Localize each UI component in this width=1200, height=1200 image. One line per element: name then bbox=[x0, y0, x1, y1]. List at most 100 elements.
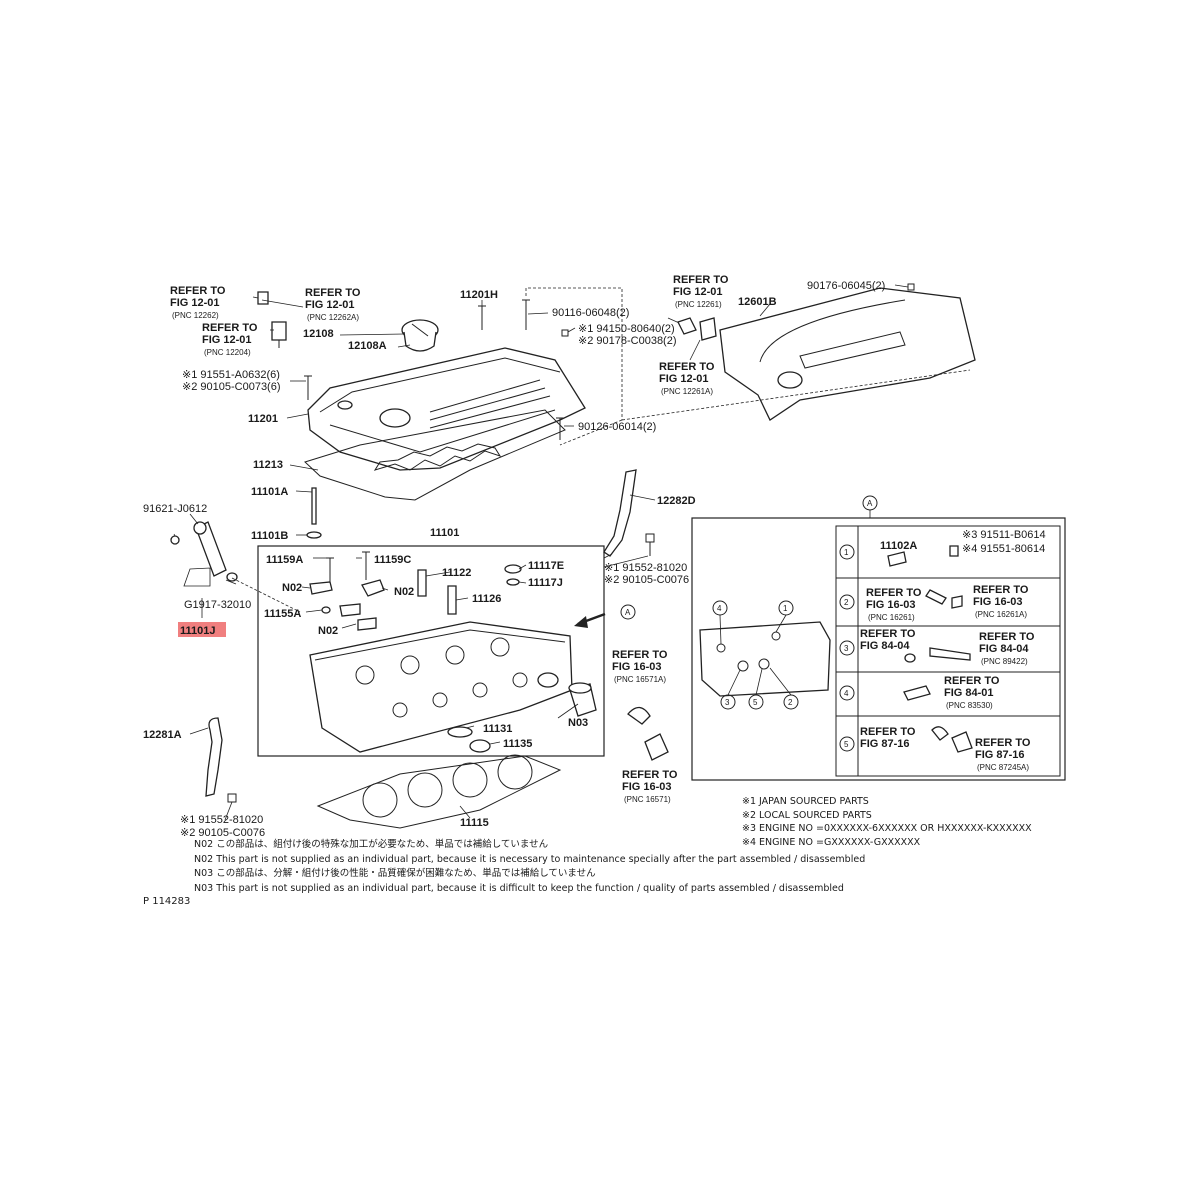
head-small-parts bbox=[309, 551, 522, 631]
part-11122: 11122 bbox=[442, 567, 471, 579]
label-refer-12261: REFER TO FIG 12-01 (PNC 12261) bbox=[673, 274, 729, 309]
part-12601b: 12601B bbox=[738, 296, 777, 308]
cylinder-head bbox=[309, 621, 573, 753]
label-n02-c: N02 bbox=[318, 625, 338, 637]
row-number: 5 bbox=[844, 740, 849, 749]
callout-number: 3 bbox=[725, 698, 730, 707]
valve-cover-gasket bbox=[304, 409, 566, 501]
part-11155a: 11155A bbox=[264, 608, 301, 620]
oil-control-valve bbox=[170, 521, 238, 582]
label-text: (PNC 83530) bbox=[946, 701, 993, 710]
row-number: 1 bbox=[844, 548, 849, 557]
seal-11135 bbox=[469, 739, 491, 753]
part-12108: 12108 bbox=[303, 328, 334, 340]
part-90176: 90176-06045(2) bbox=[807, 280, 885, 292]
part-290105a: ※2 90105-C0073(6) bbox=[182, 381, 281, 393]
label-text: (PNC 16571A) bbox=[614, 675, 666, 684]
part-11213: 11213 bbox=[253, 459, 283, 471]
label-text: (PNC 16261A) bbox=[975, 610, 1027, 619]
footnote: N02 この部品は、組付け後の特殊な加工が必要なため、単品では補給していません bbox=[194, 839, 549, 850]
label-refer-12262a: REFER TO FIG 12-01 (PNC 12262A) bbox=[305, 287, 361, 322]
label-refer-16571a: REFER TO FIG 16-03 (PNC 16571A) bbox=[612, 649, 668, 684]
plug-n03 bbox=[568, 682, 597, 717]
footnote: N03 この部品は、分解・組付け後の性能・品質確保が困難なため、単品では補給して… bbox=[194, 868, 596, 879]
part-11101: 11101 bbox=[430, 527, 459, 539]
part-11135: 11135 bbox=[503, 738, 532, 750]
label-text: (PNC 16261) bbox=[868, 613, 915, 622]
part-290105b: ※2 90105-C0076 bbox=[604, 574, 689, 586]
label-text: REFER TO bbox=[305, 287, 361, 299]
label-text: REFER TO bbox=[622, 769, 678, 781]
part-11126: 11126 bbox=[472, 593, 501, 605]
label-text: FIG 12-01 bbox=[673, 286, 723, 298]
label-text: FIG 16-03 bbox=[866, 599, 916, 611]
label-text: (PNC 16571) bbox=[624, 795, 671, 804]
stud-11101a bbox=[311, 487, 317, 525]
part-12282d: 12282D bbox=[657, 495, 696, 507]
part-90116: 90116-06048(2) bbox=[552, 307, 629, 319]
part-90126: 90126-06014(2) bbox=[578, 421, 656, 433]
label-text: FIG 84-04 bbox=[860, 640, 910, 652]
label-text: (PNC 12261) bbox=[675, 300, 722, 309]
detail-a-panel bbox=[691, 495, 1066, 781]
part-11101b: 11101B bbox=[251, 530, 288, 542]
bracket-12282d bbox=[603, 469, 655, 557]
label-text: FIG 87-16 bbox=[975, 749, 1025, 761]
label-text: REFER TO bbox=[979, 631, 1035, 643]
circle-a-label: A bbox=[867, 499, 873, 508]
part-91621: 91621-J0612 bbox=[143, 503, 207, 515]
sourcing-note: ※3 ENGINE NO =0XXXXXX-6XXXXXX OR HXXXXXX… bbox=[742, 823, 1032, 834]
head-gasket bbox=[316, 754, 562, 829]
label-text: (PNC 12204) bbox=[204, 348, 251, 357]
leader-lines bbox=[173, 284, 909, 821]
footnote: N03 This part is not supplied as an indi… bbox=[194, 882, 844, 894]
oil-filler-cap bbox=[401, 319, 439, 352]
label-text: (PNC 12262) bbox=[172, 311, 219, 320]
label-text: (PNC 89422) bbox=[981, 657, 1028, 666]
label-text: REFER TO bbox=[202, 322, 258, 334]
part-11159a: 11159A bbox=[266, 554, 303, 566]
label-text: REFER TO bbox=[860, 726, 916, 738]
part-11117j: 11117J bbox=[528, 577, 563, 589]
row-number: 4 bbox=[844, 689, 849, 698]
sourcing-notes: ※1 JAPAN SOURCED PARTS ※2 LOCAL SOURCED … bbox=[742, 795, 1032, 849]
part-290105c: ※2 90105-C0076 bbox=[180, 827, 265, 839]
label-text: FIG 16-03 bbox=[622, 781, 672, 793]
part-12281a: 12281A bbox=[143, 729, 182, 741]
callout-number: 5 bbox=[753, 698, 758, 707]
label-text: FIG 87-16 bbox=[860, 738, 910, 750]
label-text: REFER TO bbox=[973, 584, 1029, 596]
illustration-number: P 114283 bbox=[143, 896, 191, 907]
part-11115: 11115 bbox=[460, 817, 489, 829]
label-text: REFER TO bbox=[944, 675, 1000, 687]
label-text: FIG 84-04 bbox=[979, 643, 1029, 655]
label-refer-12262: REFER TO FIG 12-01 (PNC 12262) bbox=[170, 285, 226, 320]
callout-number: 2 bbox=[788, 698, 793, 707]
part-191552a: ※1 91552-81020 bbox=[604, 562, 687, 574]
cylinder-head-box bbox=[257, 545, 605, 757]
label-refer-16571: REFER TO FIG 16-03 (PNC 16571) bbox=[622, 769, 678, 804]
part-11201: 11201 bbox=[248, 413, 278, 425]
circle-a-label: A bbox=[625, 608, 631, 617]
part-194150: ※1 94150-80640(2) bbox=[578, 323, 675, 335]
bracket-12281a bbox=[205, 717, 237, 803]
part-11201h: 11201H bbox=[460, 289, 498, 301]
label-text: FIG 84-01 bbox=[944, 687, 994, 699]
label-text: FIG 16-03 bbox=[612, 661, 662, 673]
sourcing-note: ※1 JAPAN SOURCED PARTS bbox=[742, 796, 869, 807]
label-text: (PNC 87245A) bbox=[977, 763, 1029, 772]
label-text: REFER TO bbox=[673, 274, 729, 286]
label-text: FIG 12-01 bbox=[170, 297, 220, 309]
callout-number: 1 bbox=[783, 604, 788, 613]
label-text: (PNC 12262A) bbox=[307, 313, 359, 322]
label-text: REFER TO bbox=[866, 587, 922, 599]
hose-clip bbox=[627, 706, 669, 761]
part-12108a: 12108A bbox=[348, 340, 387, 352]
part-191552b: ※1 91552-81020 bbox=[180, 814, 263, 826]
label-refer-12204: REFER TO FIG 12-01 (PNC 12204) bbox=[202, 322, 258, 357]
sourcing-note: ※2 LOCAL SOURCED PARTS bbox=[742, 809, 872, 821]
sourcing-note: ※4 ENGINE NO =GXXXXXX-GXXXXXX bbox=[742, 836, 921, 848]
callout-number: 4 bbox=[717, 604, 722, 613]
highlight-marker bbox=[178, 622, 226, 637]
